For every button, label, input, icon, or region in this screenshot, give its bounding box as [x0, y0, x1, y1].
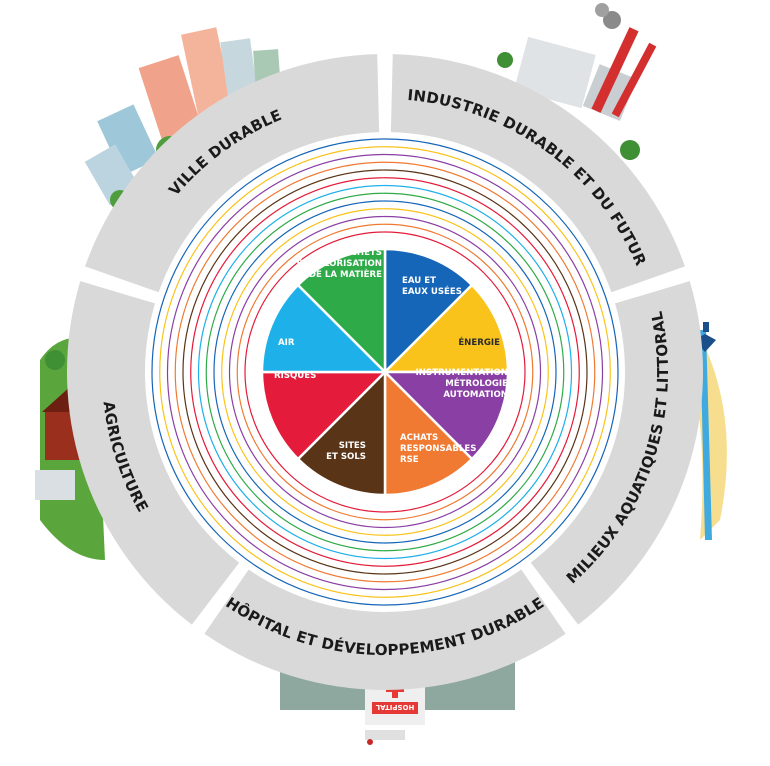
concentric-ring: [197, 184, 573, 560]
pie-slice-air: [260, 283, 389, 374]
factory-icon: [497, 3, 657, 160]
concentric-ring: [159, 146, 611, 598]
hospital-sign: HOSPITAL: [375, 703, 414, 711]
ring-segment-hopital: [204, 569, 566, 690]
concentric-ring: [190, 177, 580, 567]
pie-slice-energie: [381, 283, 510, 374]
pie-slice-sites: [296, 368, 387, 497]
ring-segment-agriculture: [67, 281, 240, 625]
ring-segment-ville: [85, 54, 380, 293]
pie-label-risques: RISQUES: [274, 371, 316, 381]
outer-ring: [67, 54, 703, 690]
concentric-ring: [221, 208, 549, 536]
concentric-ring: [236, 223, 534, 521]
ring-segment-milieux: [530, 281, 703, 625]
concentric-ring: [213, 200, 557, 544]
ring-segment-industrie: [390, 54, 685, 293]
concentric-ring: [174, 161, 596, 583]
pie-slice-instrumentation: [381, 370, 510, 461]
concentric-ring: [166, 153, 604, 591]
pie-label-air: AIR: [278, 338, 295, 348]
concentric-ring: [228, 215, 542, 529]
pie-label-energie: ÉNERGIE: [458, 336, 500, 348]
concentric-ring: [182, 169, 588, 575]
pie-slice-risques: [260, 370, 389, 461]
concentric-ring: [151, 138, 619, 606]
pie-slice-eau: [383, 247, 474, 376]
concentric-ring: [244, 231, 526, 513]
pie-slice-achats: [383, 368, 474, 497]
concentric-ring: [205, 192, 565, 552]
pie-slice-dechets: [296, 247, 387, 376]
